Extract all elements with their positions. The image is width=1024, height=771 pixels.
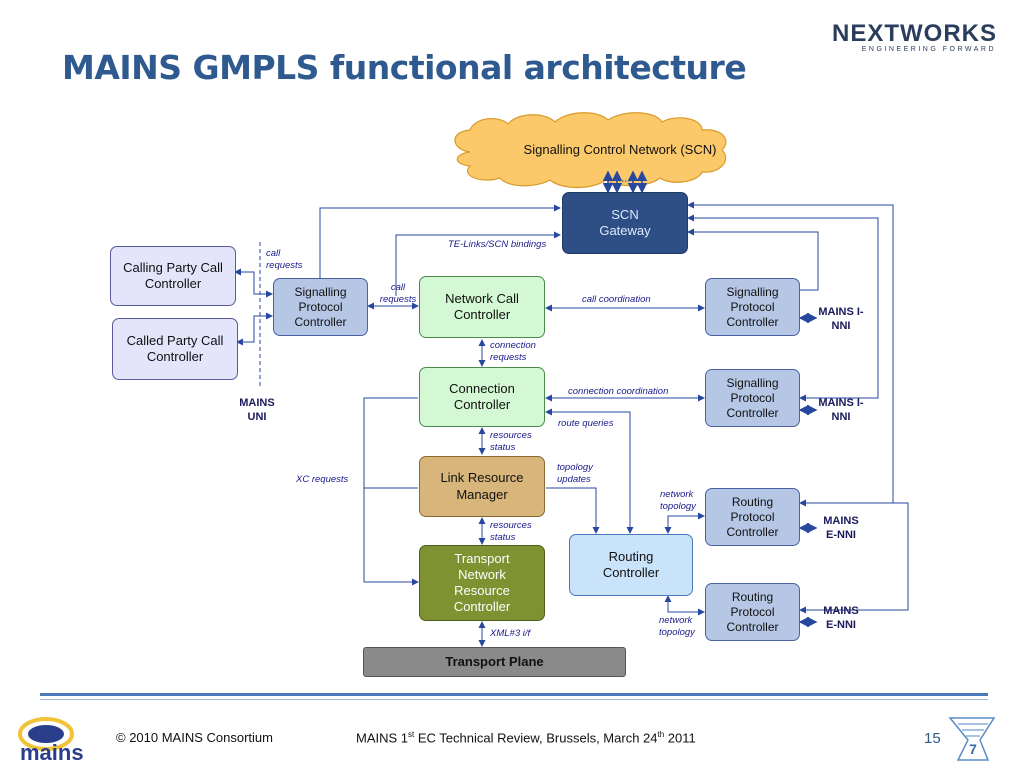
- called-party-box: Called Party Call Controller: [112, 318, 238, 380]
- label-call-coordination: call coordination: [582, 294, 651, 305]
- mains-inni-2-label: MAINS I-NNI: [818, 397, 864, 424]
- footer-copyright: © 2010 MAINS Consortium: [116, 730, 273, 745]
- scn-cloud: Signalling Control Network (SCN): [510, 128, 730, 172]
- fp7-logo-graphic: 7: [948, 717, 996, 761]
- footer-review-sup: st: [408, 730, 415, 739]
- label-call-requests-2: call requests: [379, 282, 417, 306]
- scn-label: Signalling Control Network (SCN): [523, 141, 717, 157]
- spc-left-box: Signalling Protocol Controller: [273, 278, 368, 336]
- label-connection-requests: connection requests: [490, 340, 536, 364]
- label-call-requests-1: call requests: [266, 248, 303, 272]
- scn-gateway-box: SCN Gateway: [562, 192, 688, 254]
- label-network-topology-1: network topology: [660, 489, 696, 513]
- rpc-1-label: Routing Protocol Controller: [726, 494, 779, 539]
- footer-review: MAINS 1st EC Technical Review, Brussels,…: [356, 730, 696, 745]
- label-xc-requests: XC requests: [296, 474, 349, 485]
- fp7-logo: 7: [944, 710, 1002, 766]
- nextworks-tagline: ENGINEERING FORWARD: [861, 46, 996, 53]
- rpc-2-box: Routing Protocol Controller: [705, 583, 800, 641]
- calling-party-label: Calling Party Call Controller: [123, 259, 223, 291]
- footer-review-part: EC Technical Review, Brussels, March 24: [414, 730, 658, 746]
- label-resources-status-2: resources status: [490, 520, 532, 544]
- tnrc-label: Transport Network Resource Controller: [453, 550, 511, 615]
- rpc-2-label: Routing Protocol Controller: [726, 589, 779, 634]
- label-network-topology-2: network topology: [659, 615, 695, 639]
- ncc-box: Network Call Controller: [419, 276, 545, 338]
- label-xml-if: XML#3 i/f: [490, 628, 531, 639]
- footer-divider: [40, 693, 988, 696]
- spc-right-2-box: Signalling Protocol Controller: [705, 369, 800, 427]
- scn-cloud-shape: [454, 112, 727, 189]
- page-title: MAINS GMPLS functional architecture: [62, 48, 747, 87]
- label-resources-status-1: resources status: [490, 430, 532, 454]
- spc-left-label: Signalling Protocol Controller: [294, 284, 347, 329]
- footer-review-part: MAINS 1: [356, 730, 409, 746]
- lrm-box: Link Resource Manager: [419, 456, 545, 517]
- mains-logo-graphic: mains: [18, 717, 84, 765]
- mains-enni-1-label: MAINS E-NNI: [823, 515, 859, 542]
- footer-review-part: 2011: [664, 730, 696, 746]
- rpc-1-box: Routing Protocol Controller: [705, 488, 800, 546]
- logo-x: X: [867, 20, 885, 47]
- svg-text:7: 7: [969, 741, 977, 757]
- mains-enni-2-label: MAINS E-NNI: [823, 605, 859, 632]
- logo-part: TWORKS: [884, 20, 998, 47]
- mains-logo-text: mains: [20, 740, 84, 764]
- spc-right-1-box: Signalling Protocol Controller: [705, 278, 800, 336]
- nextworks-logo: NEXTWORKS ENGINEERING FORWARD: [832, 20, 1000, 60]
- label-topology-updates: topology updates: [557, 462, 593, 486]
- footer-divider-thin: [40, 699, 988, 700]
- label-te-links: TE-Links/SCN bindings: [448, 239, 547, 250]
- ncc-label: Network Call Controller: [445, 290, 519, 322]
- calling-party-box: Calling Party Call Controller: [110, 246, 236, 306]
- page-number: 15: [924, 730, 941, 747]
- nextworks-logo-text: NEXTWORKS: [832, 20, 1000, 48]
- routing-controller-label: Routing Controller: [602, 548, 660, 580]
- called-party-label: Called Party Call Controller: [126, 332, 224, 364]
- spc-right-1-label: Signalling Protocol Controller: [726, 284, 779, 329]
- logo-part: NE: [832, 20, 868, 47]
- scn-gateway-label: SCN Gateway: [599, 206, 651, 238]
- mains-uni-label: MAINS UNI: [239, 397, 275, 424]
- cc-box: Connection Controller: [419, 367, 545, 427]
- mains-inni-1-label: MAINS I-NNI: [818, 306, 864, 333]
- transport-plane-label: Transport Plane: [445, 653, 544, 669]
- cc-label: Connection Controller: [449, 380, 515, 412]
- footer-review-sup: th: [657, 730, 665, 739]
- label-route-queries: route queries: [558, 418, 614, 429]
- transport-plane-box: Transport Plane: [363, 647, 626, 677]
- tnrc-box: Transport Network Resource Controller: [419, 545, 545, 621]
- mains-logo: mains: [12, 712, 104, 765]
- routing-controller-box: Routing Controller: [569, 534, 693, 596]
- spc-right-2-label: Signalling Protocol Controller: [726, 375, 779, 420]
- label-connection-coordination: connection coordination: [568, 386, 669, 397]
- lrm-label: Link Resource Manager: [440, 470, 524, 502]
